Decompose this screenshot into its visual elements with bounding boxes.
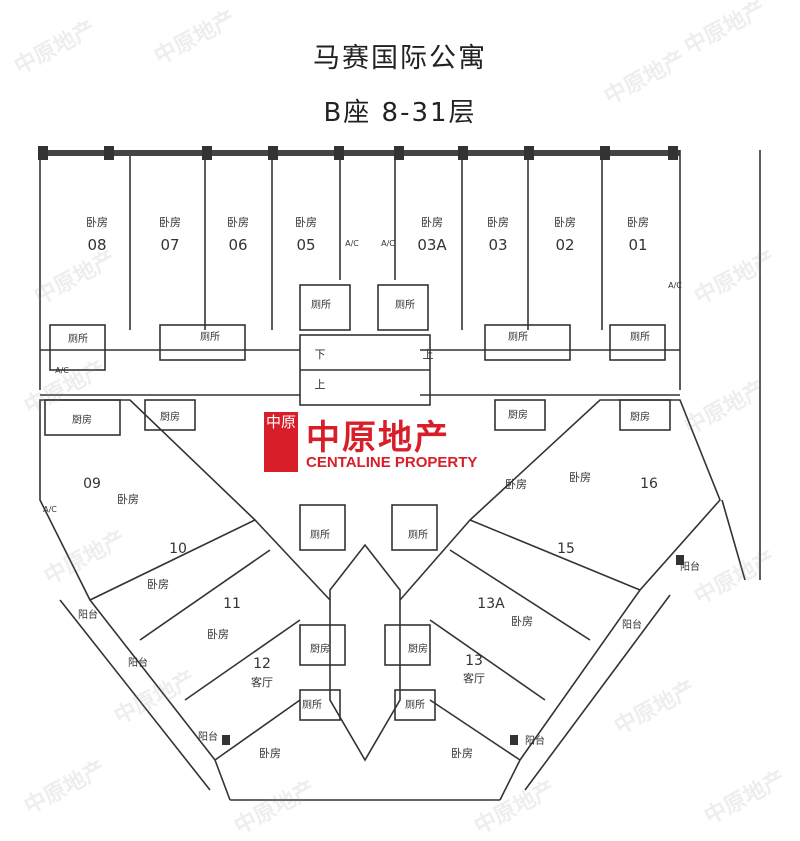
bedroom-label: 卧房	[147, 578, 169, 591]
balcony-label: 阳台	[198, 730, 218, 743]
bedroom-label: 卧房	[159, 216, 181, 229]
living-room-label: 客厅	[463, 671, 485, 685]
toilet-label: 厕所	[508, 331, 528, 343]
logo-english-text: CENTALINE PROPERTY	[306, 454, 478, 471]
unit-number-16: 16	[640, 476, 658, 492]
toilet-label: 厕所	[408, 529, 428, 541]
unit-number-03: 03	[488, 236, 507, 254]
unit-number-07: 07	[160, 236, 179, 254]
toilet-label: 厕所	[311, 299, 331, 311]
unit-number-10: 10	[169, 541, 187, 557]
unit-number-11: 11	[223, 596, 241, 612]
balcony-label: 阳台	[78, 608, 98, 621]
kitchen-label: 厨房	[160, 410, 180, 423]
unit-number-15: 15	[557, 541, 575, 557]
unit-number-12: 12	[253, 656, 271, 672]
stair-down-label: 下	[315, 348, 326, 361]
bedroom-label: 卧房	[511, 615, 533, 628]
living-room-label: 客厅	[251, 675, 273, 689]
unit-number-13A: 13A	[477, 596, 505, 612]
logo-mark: 中原	[264, 412, 298, 472]
bedroom-label: 卧房	[451, 747, 473, 760]
balcony-label: 阳台	[525, 734, 545, 747]
bedroom-label: 卧房	[569, 471, 591, 484]
bedroom-label: 卧房	[505, 478, 527, 491]
centaline-logo: 中原 中原地产 CENTALINE PROPERTY	[262, 410, 484, 476]
stair-up-label: 上	[423, 348, 434, 361]
kitchen-label: 厨房	[408, 642, 428, 655]
bedroom-label: 卧房	[117, 493, 139, 506]
toilet-label: 厕所	[630, 331, 650, 343]
ac-label: A/C	[381, 239, 395, 248]
kitchen-label: 厨房	[310, 642, 330, 655]
toilet-label: 厕所	[310, 529, 330, 541]
bedroom-label: 卧房	[207, 628, 229, 641]
kitchen-label: 厨房	[72, 413, 92, 426]
bedroom-label: 卧房	[227, 216, 249, 229]
kitchen-label: 厨房	[630, 410, 650, 423]
unit-number-02: 02	[555, 236, 574, 254]
bedroom-label: 卧房	[295, 216, 317, 229]
bedroom-label: 卧房	[86, 216, 108, 229]
balcony-label: 阳台	[680, 560, 700, 573]
toilet-label: 厕所	[200, 331, 220, 343]
unit-number-13: 13	[465, 653, 483, 669]
ac-label: A/C	[345, 239, 359, 248]
unit-number-09: 09	[83, 476, 101, 492]
logo-chinese-text: 中原地产	[306, 418, 450, 458]
unit-number-03A: 03A	[417, 236, 447, 254]
unit-number-06: 06	[228, 236, 247, 254]
toilet-label: 厕所	[302, 699, 322, 711]
bedroom-label: 卧房	[421, 216, 443, 229]
bedroom-label: 卧房	[259, 747, 281, 760]
toilet-label: 厕所	[405, 699, 425, 711]
ac-label: A/C	[43, 505, 57, 514]
balcony-label: 阳台	[622, 618, 642, 631]
balcony-label: 阳台	[128, 656, 148, 669]
floor-subtitle: B座 8-31层	[323, 98, 477, 128]
unit-number-08: 08	[87, 236, 106, 254]
page-title: 马赛国际公寓	[313, 43, 487, 74]
kitchen-label: 厨房	[508, 408, 528, 421]
toilet-label: 厕所	[68, 333, 88, 345]
ac-label: A/C	[55, 366, 69, 375]
unit-number-01: 01	[628, 236, 647, 254]
bedroom-label: 卧房	[554, 216, 576, 229]
ac-label: A/C	[668, 281, 682, 290]
unit-number-05: 05	[296, 236, 315, 254]
bedroom-label: 卧房	[487, 216, 509, 229]
bedroom-label: 卧房	[627, 216, 649, 229]
stair-up-label: 上	[315, 378, 326, 391]
toilet-label: 厕所	[395, 299, 415, 311]
